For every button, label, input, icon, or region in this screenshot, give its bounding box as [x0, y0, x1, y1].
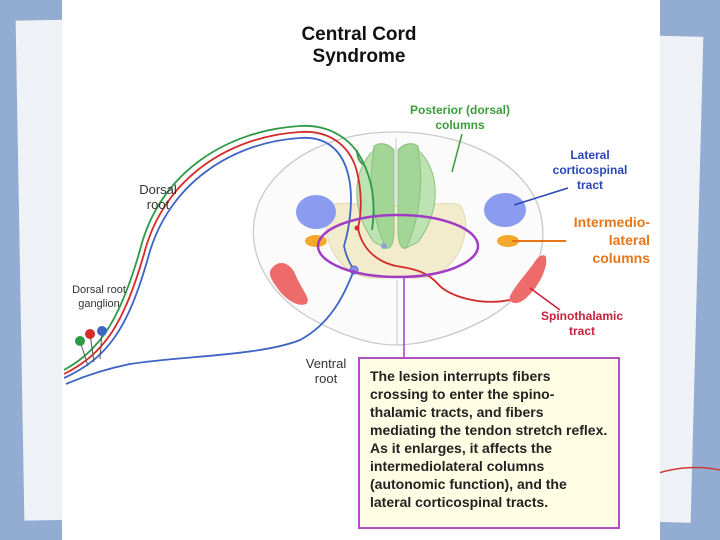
label-posterior-columns: Posterior (dorsal) columns [409, 103, 511, 132]
ganglion-cell-blue [97, 326, 107, 336]
pointer-lateral-corticospinal [513, 187, 569, 206]
dorsal-column-outer-right [404, 148, 436, 250]
intermediolateral-column-right [497, 235, 519, 247]
spinothalamic-tract-left [269, 262, 308, 305]
lateral-corticospinal-tract-left [296, 195, 336, 229]
central-canal [381, 243, 387, 249]
pointer-posterior-columns [451, 133, 463, 173]
label-dorsal-root: Dorsal root [139, 182, 177, 212]
label-dorsal-root-ganglion: Dorsal root ganglion [72, 284, 126, 310]
lesion-caption-text: The lesion interrupts fibers crossing to… [370, 368, 608, 510]
label-ventral-root: Ventral root [305, 356, 347, 386]
dorsal-root-fiber-red [63, 131, 362, 375]
dorsal-root-fiber-green [63, 125, 375, 371]
title-line-2: Syndrome [312, 46, 406, 67]
lateral-corticospinal-tract-right [484, 193, 526, 227]
interneuron-cell [354, 225, 360, 231]
ganglion-cell-red [85, 329, 95, 339]
lesion-caption-box: The lesion interrupts fibers crossing to… [358, 357, 620, 529]
pointer-spinothalamic [529, 287, 561, 311]
label-lateral-corticospinal: Lateral corticospinal tract [552, 148, 628, 192]
dorsal-root-fiber-blue [63, 137, 352, 379]
label-intermediolateral: Intermedio- lateral columns [573, 214, 650, 266]
intermediolateral-column-left [305, 235, 327, 247]
gray-matter [325, 202, 466, 279]
diagram-title: Central Cord Syndrome [250, 24, 468, 68]
ventral-root-fiber [65, 269, 355, 385]
ganglion-cell-green [75, 336, 85, 346]
spinothalamic-tract-right [509, 255, 547, 304]
title-line-1: Central Cord [301, 24, 417, 45]
central-lesion [316, 213, 480, 279]
dorsal-column-outer-left [356, 148, 388, 250]
label-spinothalamic: Spinothalamic tract [540, 309, 623, 338]
